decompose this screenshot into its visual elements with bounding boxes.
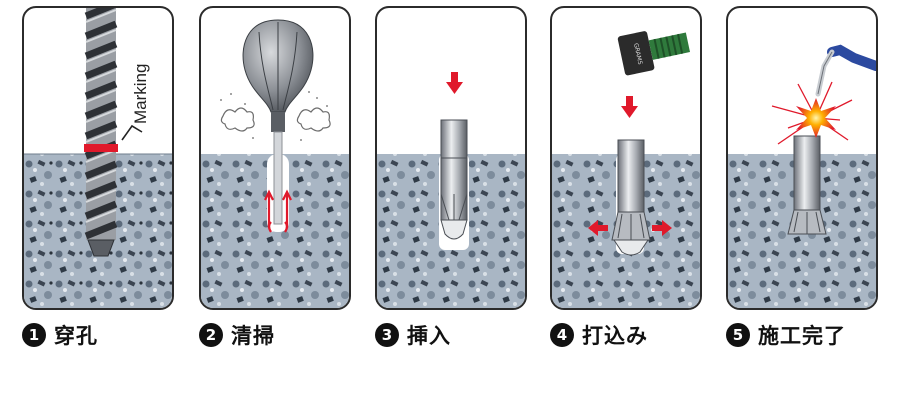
step-1-caption: 1 穿孔 bbox=[22, 320, 98, 350]
step-3-caption: 3 挿入 bbox=[375, 320, 451, 350]
step-number-badge: 3 bbox=[375, 323, 399, 347]
hammer-icon: GRAMS bbox=[617, 31, 691, 76]
step-number-badge: 2 bbox=[199, 323, 223, 347]
anchor-sleeve bbox=[787, 135, 827, 235]
down-arrow-icon bbox=[446, 72, 463, 94]
dust-cloud bbox=[220, 107, 331, 132]
anchor-sleeve bbox=[440, 119, 468, 240]
expansion-arrows bbox=[588, 220, 672, 236]
step-label: 穿孔 bbox=[54, 324, 98, 348]
air-flow-arrows bbox=[264, 189, 292, 233]
step-3-panel bbox=[375, 6, 527, 310]
step-4-panel: GRAMS bbox=[550, 6, 702, 310]
step-5-caption: 5 施工完了 bbox=[726, 320, 846, 350]
hammering-illustration: GRAMS bbox=[552, 31, 700, 308]
drilling-illustration: Marking bbox=[24, 8, 172, 308]
step-label: 施工完了 bbox=[758, 324, 846, 348]
marking-pointer bbox=[121, 124, 143, 141]
welding-torch-icon bbox=[815, 44, 876, 97]
step-2-panel bbox=[199, 6, 351, 310]
anchor-sleeve bbox=[611, 139, 651, 256]
step-number-badge: 4 bbox=[550, 323, 574, 347]
step-1-panel: Marking bbox=[22, 6, 174, 310]
step-number-badge: 1 bbox=[22, 323, 46, 347]
blower-pump bbox=[242, 19, 314, 225]
step-2-caption: 2 清掃 bbox=[199, 320, 275, 350]
step-5-panel bbox=[726, 6, 878, 310]
completion-illustration bbox=[728, 44, 876, 308]
step-label: 清掃 bbox=[231, 324, 275, 348]
marking-band bbox=[84, 144, 118, 152]
step-number-badge: 5 bbox=[726, 323, 750, 347]
marking-label: Marking bbox=[131, 64, 150, 124]
hammer-brand-text: GRAMS bbox=[632, 43, 643, 66]
cleaning-illustration bbox=[201, 19, 349, 308]
spark-icon bbox=[771, 81, 853, 145]
step-4-caption: 4 打込み bbox=[550, 320, 648, 350]
step-label: 打込み bbox=[582, 324, 648, 348]
drill-bit bbox=[84, 8, 118, 257]
down-arrow-icon bbox=[621, 96, 638, 118]
insertion-illustration bbox=[377, 72, 525, 308]
step-label: 挿入 bbox=[407, 324, 451, 348]
